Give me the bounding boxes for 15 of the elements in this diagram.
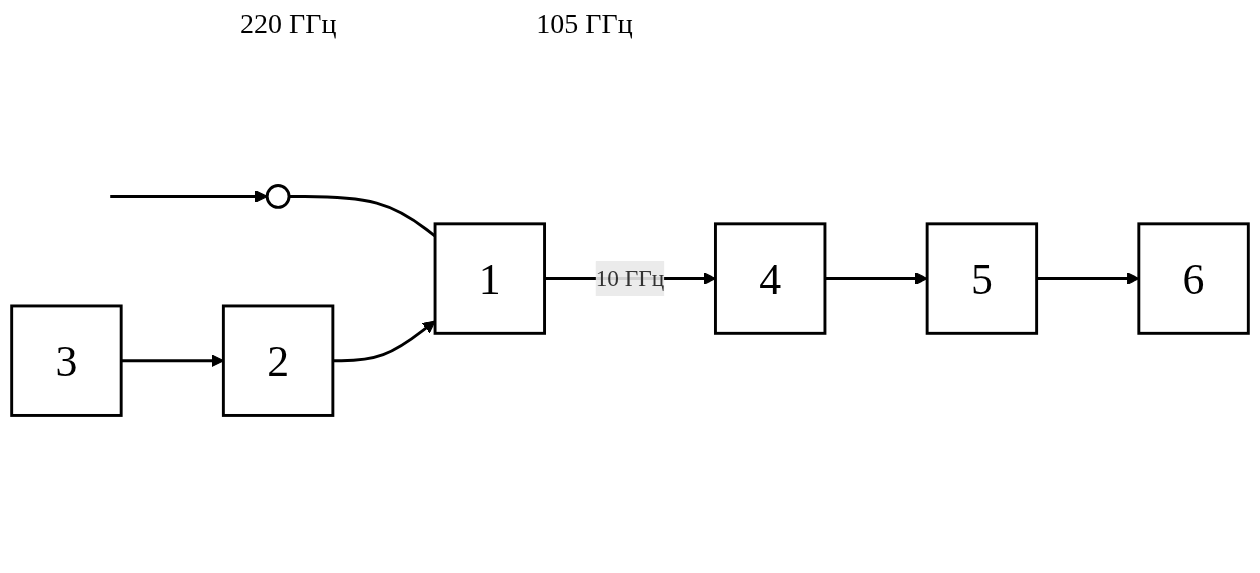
- frequency-label: 220 ГГц: [240, 8, 337, 40]
- edge-label: 10 ГГц: [595, 265, 665, 291]
- connector: [289, 195, 436, 238]
- node-box: 5: [925, 222, 1039, 335]
- node-circle: [265, 184, 291, 209]
- node-box: 1: [433, 222, 546, 335]
- node-box: 3: [10, 304, 123, 417]
- arrow: [332, 320, 436, 363]
- arrow: [110, 190, 268, 203]
- node-box: 4: [714, 222, 827, 335]
- node-box: 2: [221, 304, 335, 417]
- node-box: 6: [1137, 222, 1250, 335]
- arrow: [121, 354, 224, 368]
- arrow: [824, 272, 928, 285]
- frequency-label: 105 ГГц: [536, 8, 633, 40]
